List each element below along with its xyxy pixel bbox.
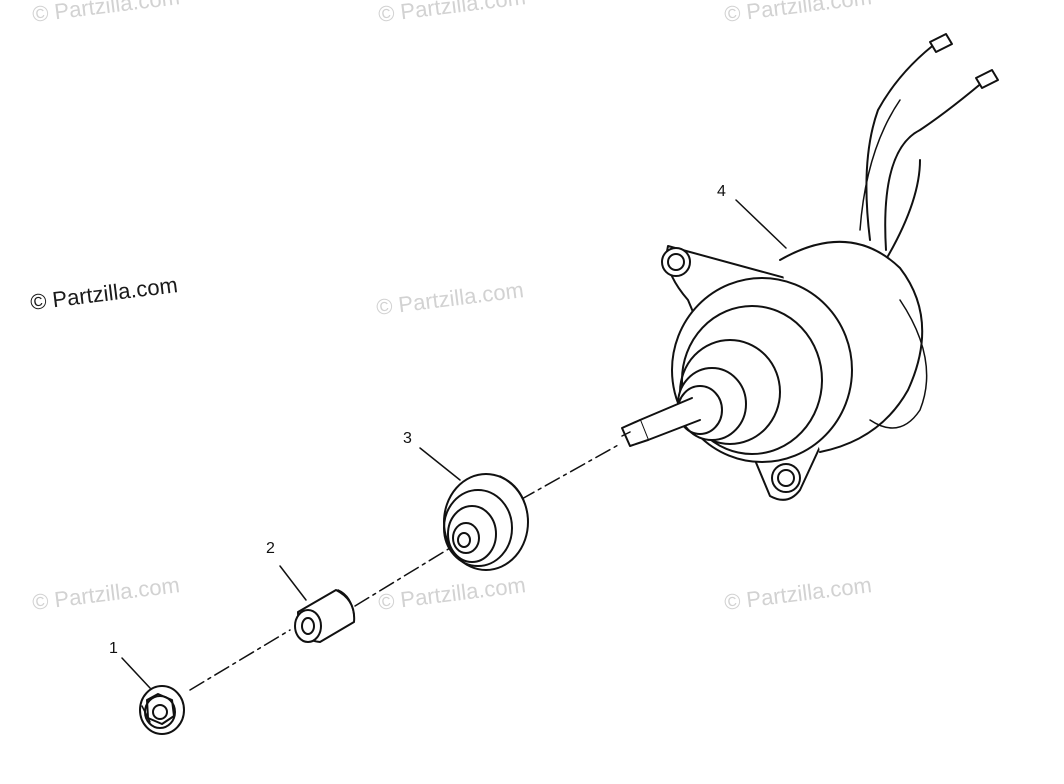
part-1-nut	[139, 685, 185, 735]
callout-1: 1	[109, 640, 118, 657]
part-3-grommet	[443, 473, 529, 571]
leader-line-2	[279, 565, 307, 601]
leader-line-4	[735, 199, 787, 249]
leader-line-1	[121, 657, 151, 689]
part-2-spacer	[294, 589, 356, 643]
assembly-centerline	[189, 629, 291, 691]
assembly-centerline	[519, 443, 621, 501]
callout-3: 3	[403, 430, 412, 447]
callout-4: 4	[717, 183, 726, 200]
part-4-motor	[621, 33, 999, 501]
assembly-centerline	[354, 544, 456, 607]
callout-2: 2	[266, 540, 275, 557]
leader-line-3	[419, 447, 461, 481]
